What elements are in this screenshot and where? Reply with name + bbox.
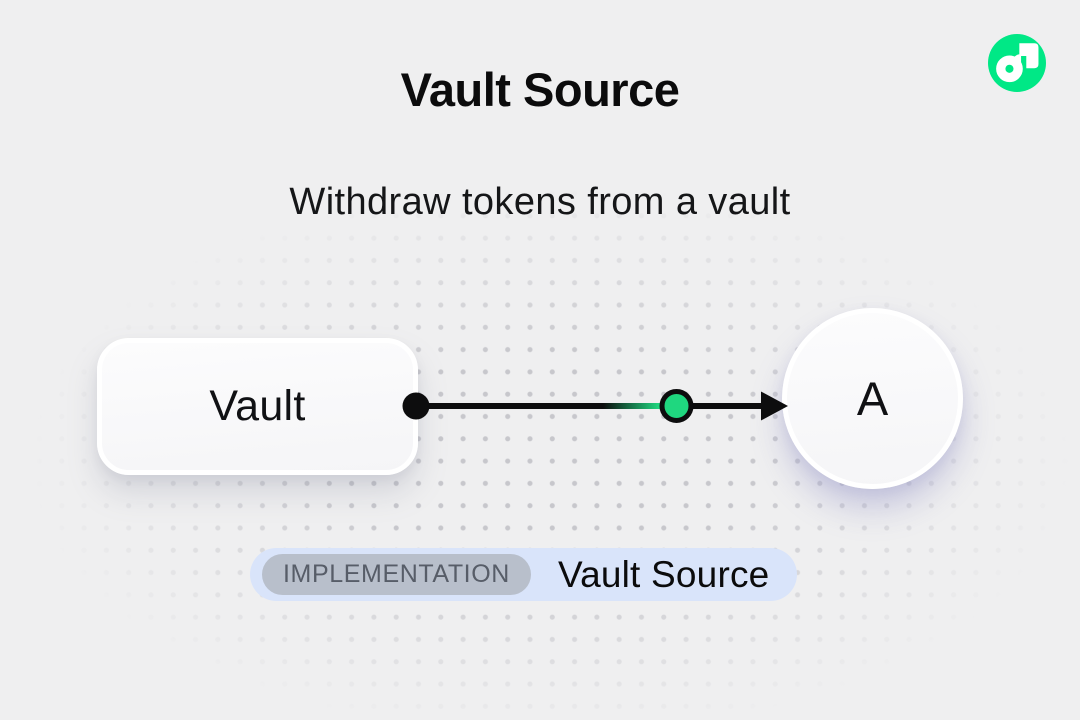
flow-logo-icon xyxy=(988,34,1046,92)
vault-node: Vault xyxy=(97,338,418,475)
transfer-arrow-icon xyxy=(402,389,788,423)
implementation-tag: IMPLEMENTATION xyxy=(262,554,531,595)
arrow-head-icon xyxy=(761,391,788,421)
vault-node-label: Vault xyxy=(209,382,306,430)
token-circle xyxy=(659,389,694,423)
page-title: Vault Source xyxy=(400,63,680,116)
arrow-start-dot xyxy=(402,392,430,420)
implementation-value: Vault Source xyxy=(557,553,770,595)
account-node: A xyxy=(782,308,963,489)
flow-logo-stem xyxy=(1012,54,1022,63)
implementation-badge: IMPLEMENTATION Vault Source xyxy=(250,548,798,601)
flow-logo-donut xyxy=(996,55,1023,83)
transfer-arrow xyxy=(390,375,800,437)
page-subtitle: Withdraw tokens from a vault xyxy=(289,181,791,223)
account-node-label: A xyxy=(856,372,889,425)
flow-logo-flag xyxy=(1019,43,1039,69)
flow-logo xyxy=(988,34,1046,92)
